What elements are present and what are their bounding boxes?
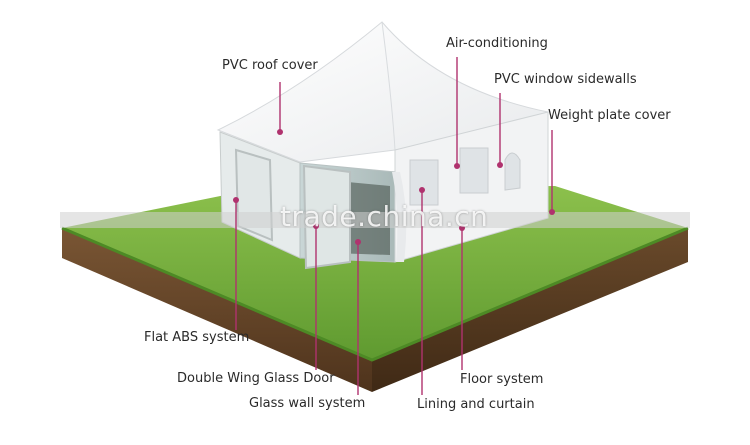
label-pvc-window-sidewalls: PVC window sidewalls bbox=[494, 72, 637, 87]
label-weight-plate-cover: Weight plate cover bbox=[548, 108, 671, 123]
dot-lining bbox=[419, 187, 425, 193]
watermark-band bbox=[60, 212, 690, 228]
window-arch bbox=[504, 152, 521, 191]
label-flat-abs-system: Flat ABS system bbox=[144, 330, 250, 345]
leader-lines bbox=[235, 57, 553, 395]
soil-front-face bbox=[62, 228, 372, 392]
window-2 bbox=[459, 147, 489, 194]
dot-pvc-window bbox=[497, 162, 503, 168]
dot-air-conditioning bbox=[454, 163, 460, 169]
window-1 bbox=[409, 159, 439, 206]
soil-right-face bbox=[372, 228, 688, 392]
grass-top bbox=[62, 186, 688, 360]
label-lining-and-curtain: Lining and curtain bbox=[417, 397, 535, 412]
label-air-conditioning: Air-conditioning bbox=[446, 36, 548, 51]
label-pvc-roof-cover: PVC roof cover bbox=[222, 58, 318, 73]
ground-platform bbox=[61, 186, 689, 392]
dot-double-door bbox=[313, 223, 319, 229]
dot-weight-plate bbox=[549, 209, 555, 215]
dot-pvc-roof bbox=[277, 129, 283, 135]
dot-flat-abs bbox=[233, 197, 239, 203]
grass-edge bbox=[61, 226, 689, 362]
dot-glass-wall bbox=[355, 239, 361, 245]
watermark-text: trade.china.cn bbox=[280, 200, 489, 233]
leader-dots bbox=[233, 129, 555, 245]
tent-roof bbox=[216, 21, 550, 163]
tent-roof-ridge bbox=[381, 21, 396, 151]
dot-floor bbox=[459, 225, 465, 231]
label-floor-system: Floor system bbox=[460, 372, 544, 387]
label-double-wing-glass-door: Double Wing Glass Door bbox=[177, 371, 335, 386]
label-glass-wall-system: Glass wall system bbox=[249, 396, 366, 411]
